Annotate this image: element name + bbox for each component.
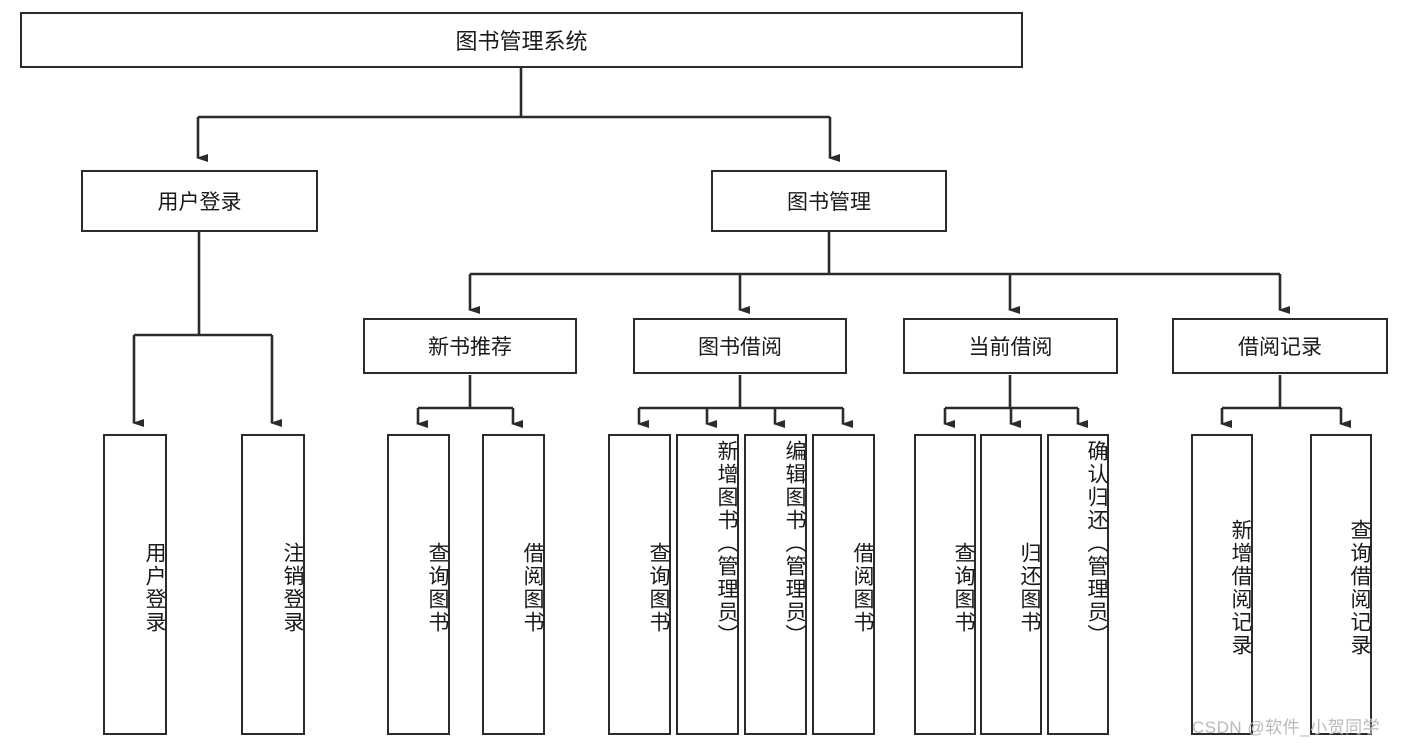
node-book-management[interactable]: 图书管理 [711, 170, 947, 232]
node-label: 查询图书 [647, 541, 670, 634]
node-book-borrow[interactable]: 图书借阅 [633, 318, 847, 374]
node-label: 注销登录 [281, 541, 304, 634]
leaf-book-borrow-query[interactable]: 查询图书 [608, 434, 671, 735]
node-label: 借阅记录 [1238, 336, 1322, 359]
node-new-book-recommend[interactable]: 新书推荐 [363, 318, 577, 374]
leaf-borrow-record-add[interactable]: 新增借阅记录 [1191, 434, 1253, 735]
node-user-login[interactable]: 用户登录 [81, 170, 318, 232]
node-label: 借阅图书 [521, 541, 544, 634]
leaf-book-borrow-borrow[interactable]: 借阅图书 [812, 434, 875, 735]
node-label: 新增借阅记录 [1229, 518, 1252, 657]
watermark: CSDN @软件_小贺同学 [1192, 718, 1381, 737]
node-label: 查询图书 [952, 541, 975, 634]
node-current-borrow[interactable]: 当前借阅 [903, 318, 1118, 374]
node-label: 用户登录 [143, 541, 166, 634]
leaf-book-borrow-add[interactable]: 新增图书（管理员） [676, 434, 739, 735]
node-label: 图书管理 [787, 191, 871, 214]
node-label: 借阅图书 [851, 541, 874, 634]
node-label: 图书借阅 [698, 336, 782, 359]
leaf-user-login-logout[interactable]: 注销登录 [241, 434, 305, 735]
leaf-new-book-borrow[interactable]: 借阅图书 [482, 434, 545, 735]
node-label: 确认归还（管理员） [1085, 440, 1108, 647]
node-root-system[interactable]: 图书管理系统 [20, 12, 1023, 68]
node-label: 新书推荐 [428, 336, 512, 359]
leaf-current-borrow-confirm-return[interactable]: 确认归还（管理员） [1047, 434, 1109, 735]
node-borrow-record[interactable]: 借阅记录 [1172, 318, 1388, 374]
leaf-book-borrow-edit[interactable]: 编辑图书（管理员） [744, 434, 807, 735]
node-label: 当前借阅 [968, 336, 1053, 359]
node-label: 编辑图书（管理员） [783, 440, 806, 647]
node-label: 图书管理系统 [455, 29, 588, 54]
leaf-current-borrow-query[interactable]: 查询图书 [914, 434, 976, 735]
node-label: 新增图书（管理员） [715, 440, 738, 647]
node-label: 查询借阅记录 [1348, 518, 1371, 657]
node-label: 查询图书 [426, 541, 449, 634]
node-label: 用户登录 [157, 191, 242, 214]
node-label: 归还图书 [1018, 541, 1041, 634]
leaf-current-borrow-return[interactable]: 归还图书 [980, 434, 1042, 735]
leaf-borrow-record-query[interactable]: 查询借阅记录 [1310, 434, 1372, 735]
leaf-user-login-login[interactable]: 用户登录 [103, 434, 167, 735]
leaf-new-book-query[interactable]: 查询图书 [387, 434, 450, 735]
